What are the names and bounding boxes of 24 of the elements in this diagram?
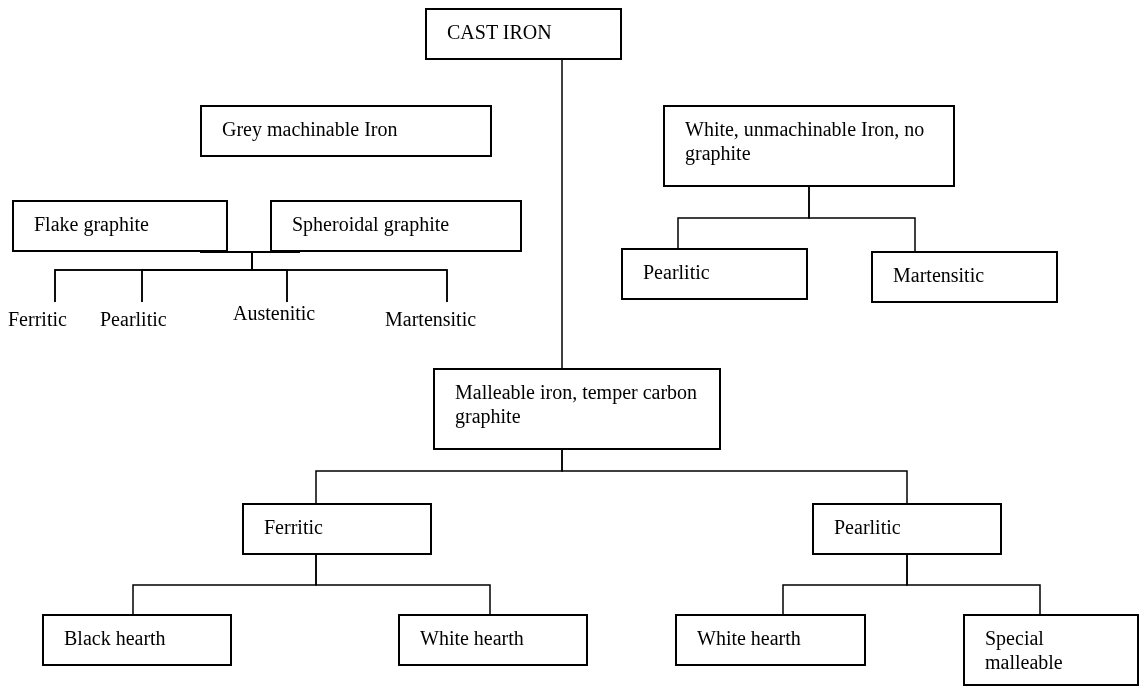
category-box: Grey machinable Iron — [200, 105, 492, 157]
connector-line — [251, 251, 448, 303]
connector-line — [561, 59, 563, 369]
category-box: Pearlitic — [621, 248, 808, 300]
category-box: White, unmachinable Iron, no graphite — [663, 105, 955, 187]
category-box: Black hearth — [42, 614, 232, 666]
category-label: Martensitic — [385, 306, 477, 332]
category-box: Pearlitic — [812, 503, 1002, 555]
connector-line — [808, 186, 916, 252]
category-box: White hearth — [675, 614, 866, 666]
category-box: Ferritic — [242, 503, 432, 555]
category-box: Spheroidal graphite — [270, 200, 522, 252]
connector-line — [561, 449, 908, 504]
category-label: Austenitic — [233, 300, 316, 326]
category-box: Malleable iron, temper carbon graphite — [433, 368, 721, 450]
connector-line — [315, 554, 491, 615]
category-box: White hearth — [398, 614, 588, 666]
category-box: Flake graphite — [12, 200, 228, 252]
category-label: Pearlitic — [100, 306, 167, 332]
connector-line — [906, 554, 1041, 615]
category-box: CAST IRON — [425, 8, 622, 60]
category-box: Special malleable — [963, 614, 1139, 686]
category-box: Martensitic — [871, 251, 1058, 303]
category-label: Ferritic — [8, 306, 67, 332]
